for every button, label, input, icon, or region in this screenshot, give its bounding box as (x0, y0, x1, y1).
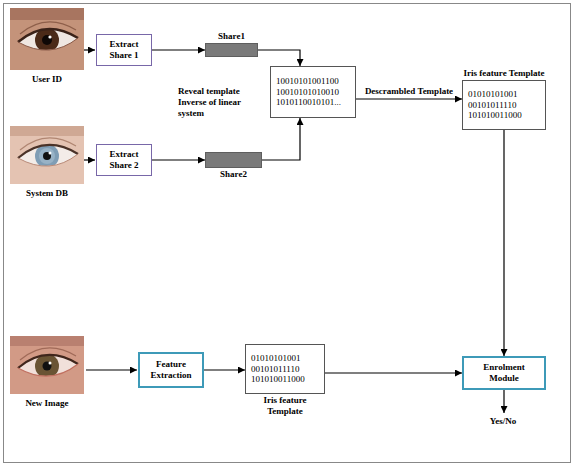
template-box: Iris feature Template01010101001 0010101… (462, 80, 546, 130)
box-text: Enrolment Module (468, 362, 540, 384)
caption-label: System DB (10, 188, 84, 199)
connector-arrow (325, 372, 462, 373)
eye-photo (10, 126, 84, 184)
output-arrow (503, 390, 504, 413)
connector-arrow (503, 130, 504, 356)
connector-arrow (258, 50, 300, 66)
box-text: Extract Share 2 (101, 149, 147, 171)
input-arrow (86, 369, 137, 370)
connector-arrow (152, 159, 205, 160)
box-heading: Share1 (206, 31, 257, 42)
eye-photo (10, 336, 84, 394)
module-box: Enrolment Module (462, 356, 546, 390)
template-box: 01010101001 00101011110 101010011000Iris… (245, 344, 325, 394)
box-text: 01010101001 00101011110 101010011000 (251, 353, 319, 385)
box-text: 01010101001 00101011110 101010011000 (468, 89, 540, 121)
edge-label: Descrambled Template (364, 86, 454, 97)
box-text: Extract Share 1 (101, 39, 147, 61)
connector-arrow (152, 49, 205, 50)
outer-frame (4, 4, 571, 463)
box-text: 10010101001100 10010101010010 1010110010… (276, 76, 350, 108)
eye-photo (10, 8, 84, 70)
caption-label: Reveal template Inverse of linear system (178, 86, 266, 118)
box-heading: Iris feature Template (246, 395, 324, 417)
share-bar: Share1 (205, 43, 258, 57)
caption-label: Yes/No (478, 416, 528, 427)
caption-label: New Image (10, 398, 84, 409)
share-bar: Share2 (205, 152, 262, 168)
process-box: Extract Share 2 (96, 144, 152, 176)
caption-label: User ID (10, 74, 84, 85)
process-box: Extract Share 1 (96, 34, 152, 66)
connector-arrow (204, 369, 245, 370)
module-box: Feature Extraction (138, 352, 204, 388)
input-arrow (84, 159, 95, 160)
connector-arrow (356, 98, 462, 99)
connector-arrow (262, 118, 300, 160)
binary-template-box: 10010101001100 10010101010010 1010110010… (270, 66, 356, 118)
box-heading: Share2 (206, 169, 261, 180)
box-heading: Iris feature Template (463, 68, 545, 79)
input-arrow (84, 49, 95, 50)
box-text: Feature Extraction (144, 359, 198, 381)
